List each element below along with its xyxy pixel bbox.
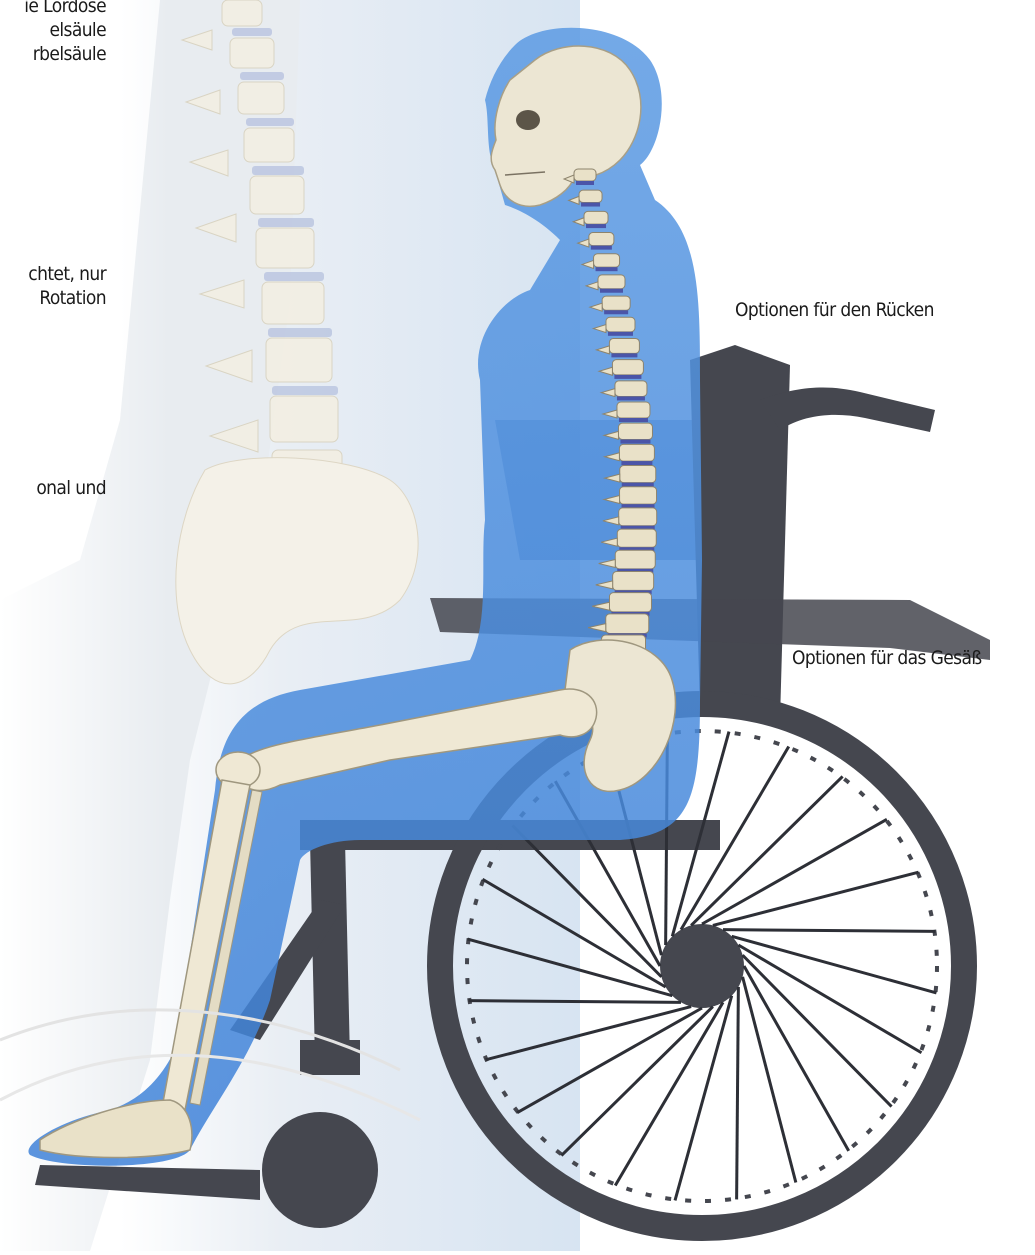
vertebra [609, 593, 651, 612]
left-text-line: ie Lordose [24, 0, 106, 18]
left-text-line: elsäule [49, 18, 106, 42]
vertebra [609, 338, 639, 353]
wheel-spoke [615, 1002, 723, 1185]
intervertebral-disc [620, 440, 650, 444]
intervertebral-disc [600, 289, 623, 293]
intervertebral-disc [591, 246, 612, 250]
vertebra [620, 466, 656, 483]
vertebra [619, 508, 657, 526]
intervertebral-disc [614, 375, 641, 379]
wheel-spoke [744, 966, 849, 1151]
vertebra [602, 296, 630, 310]
vertebra [606, 317, 635, 332]
vertebra [606, 614, 649, 634]
wheel-spoke [702, 819, 887, 924]
wheel-spoke [561, 1007, 712, 1156]
intervertebral-disc [621, 461, 652, 465]
wheelchair-handle [760, 387, 935, 432]
wheel-spoke [675, 996, 732, 1201]
vertebra [584, 211, 608, 224]
intervertebral-disc [611, 353, 637, 357]
vertebra [615, 381, 647, 397]
intervertebral-disc [604, 310, 628, 314]
intervertebral-disc [619, 418, 648, 422]
left-text-line: chtet, nur [28, 262, 106, 286]
vertebra [589, 233, 614, 246]
wheel-spoke [469, 1001, 681, 1003]
vertebra [594, 254, 620, 267]
vertebra [617, 529, 656, 547]
wheelchair-caster [262, 1112, 378, 1228]
intervertebral-disc [596, 267, 618, 271]
intervertebral-disc [586, 224, 606, 228]
wheel-spoke [691, 776, 842, 925]
intervertebral-disc [617, 396, 645, 400]
vertebra [579, 190, 602, 202]
wheel-spoke [723, 930, 935, 932]
vertebra [619, 444, 654, 461]
left-text-line: onal und [36, 476, 106, 500]
wheel-spoke [732, 936, 937, 993]
intervertebral-disc [576, 181, 594, 185]
left-text-line: Rotation [39, 286, 106, 310]
intervertebral-disc [608, 332, 633, 336]
seat-options-label: Optionen für das Gesäß [792, 646, 982, 670]
vertebra [574, 169, 596, 181]
wheel-spoke [737, 987, 739, 1199]
vertebra [618, 423, 652, 439]
vertebra [615, 550, 655, 569]
vertebra [620, 487, 657, 504]
intervertebral-disc [581, 203, 600, 207]
vertebra [617, 402, 650, 418]
back-options-label: Optionen für den Rücken [735, 298, 934, 322]
intervertebral-disc [622, 483, 654, 487]
wheel-spoke [743, 955, 892, 1106]
left-text-line: rbelsäule [33, 42, 106, 66]
vertebra [598, 275, 625, 289]
vertebra [612, 360, 643, 375]
left-text-fragments: ie Lordose elsäule rbelsäule chtet, nur … [0, 0, 120, 560]
wheel-spoke [738, 945, 921, 1053]
vertebra [613, 571, 654, 590]
